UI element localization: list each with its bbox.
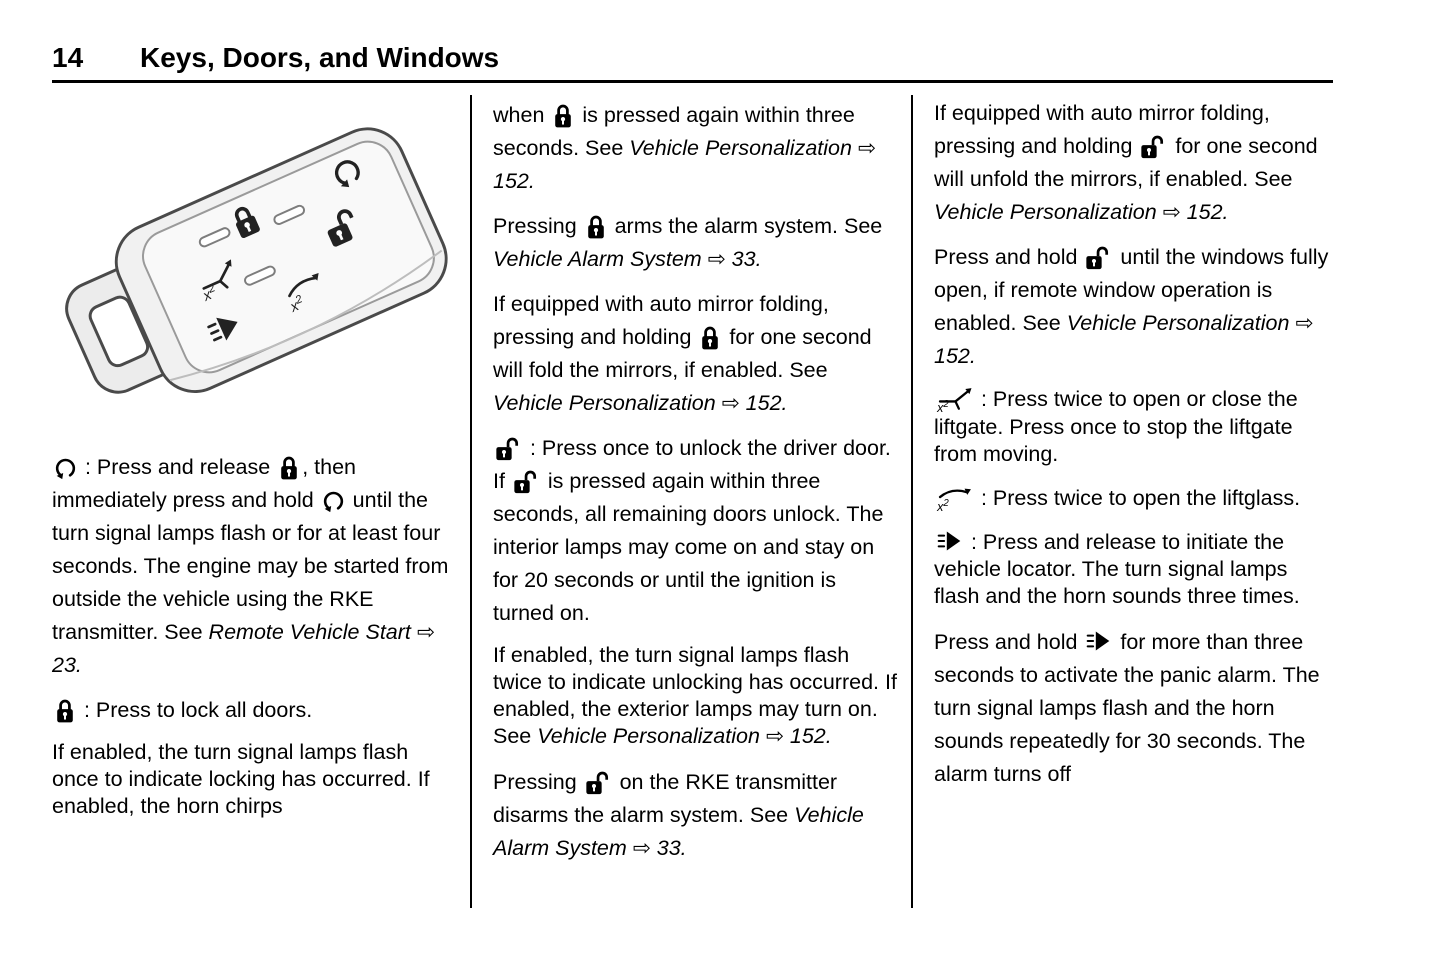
cross-reference: Vehicle Personalization ⇨ 152. xyxy=(493,391,788,415)
lock-icon xyxy=(54,697,76,723)
text-segment: is pressed again within three seconds. S… xyxy=(493,103,855,160)
text-segment: : Press and release xyxy=(79,455,277,479)
key-fob-figure xyxy=(52,95,458,451)
key-fob-illustration xyxy=(65,127,448,394)
header-rule xyxy=(52,80,1333,83)
unlock-icon xyxy=(1140,133,1167,159)
text-segment: If equipped with auto mirror folding, pr… xyxy=(934,101,1270,158)
cross-reference: Vehicle Personalization ⇨ 152. xyxy=(934,200,1229,224)
text-segment: until the windows fully open, if remote … xyxy=(934,245,1329,335)
remote-start-icon xyxy=(54,456,77,480)
column-divider xyxy=(911,95,913,908)
lock-icon xyxy=(585,213,607,239)
remote-start-icon xyxy=(322,489,345,513)
text-segment: Press and hold xyxy=(934,630,1084,654)
cross-reference: Vehicle Alarm System ⇨ 33. xyxy=(493,247,762,271)
liftglass-x2-icon xyxy=(936,484,973,513)
text-segment: If equipped with auto mirror folding, pr… xyxy=(493,292,829,349)
column-2: when is pressed again within three secon… xyxy=(493,99,897,877)
unlock-icon xyxy=(1085,244,1112,270)
paragraph-remote-start: : Press and release , then immediately p… xyxy=(52,451,458,682)
page-number: 14 xyxy=(52,42,84,73)
unlock-icon xyxy=(513,468,540,494)
text-segment: : Press once to unlock the driver door. … xyxy=(493,436,891,493)
column-divider xyxy=(470,95,472,908)
text-segment: Pressing xyxy=(493,770,583,794)
text-segment: If enabled, the turn signal lamps flash … xyxy=(493,643,897,748)
liftgate-x2-icon xyxy=(936,385,973,414)
paragraph-unfold-mirrors: If equipped with auto mirror folding, pr… xyxy=(934,97,1332,229)
page-title: Keys, Doors, and Windows xyxy=(140,42,500,73)
column-1: : Press and release , then immediately p… xyxy=(52,95,458,836)
panic-alarm-icon xyxy=(1085,629,1112,653)
text-segment: until the turn signal lamps flash or for… xyxy=(52,488,449,644)
paragraph-liftgate: : Press twice to open or close the liftg… xyxy=(934,385,1332,468)
text-segment: for one second will unfold the mirrors, … xyxy=(934,134,1318,191)
text-segment: for one second will fold the mirrors, if… xyxy=(493,325,872,382)
cross-reference: Vehicle Alarm System ⇨ 33. xyxy=(493,803,864,860)
text-segment: for more than three seconds to activate … xyxy=(934,630,1320,786)
text-segment: is pressed again within three seconds, a… xyxy=(493,469,884,625)
paragraph-disarm-alarm: Pressing on the RKE transmitter disarms … xyxy=(493,766,897,865)
lock-icon xyxy=(552,102,574,128)
paragraph-vehicle-locator: : Press and release to initiate the vehi… xyxy=(934,529,1332,610)
column-3: If equipped with auto mirror folding, pr… xyxy=(934,97,1332,803)
text-segment: : Press and release to initiate the vehi… xyxy=(934,530,1300,608)
cross-reference: Vehicle Personalization ⇨ 152. xyxy=(537,724,832,748)
text-segment: arms the alarm system. See xyxy=(608,214,883,238)
text-segment: : Press to lock all doors. xyxy=(78,698,313,722)
text-segment: : Press twice to open the liftglass. xyxy=(975,486,1301,510)
paragraph-panic-alarm: Press and hold for more than three secon… xyxy=(934,626,1332,791)
paragraph-lock: : Press to lock all doors. xyxy=(52,694,458,727)
paragraph-unlock: : Press once to unlock the driver door. … xyxy=(493,432,897,630)
unlock-icon xyxy=(585,769,612,795)
paragraph-lock-continued: when is pressed again within three secon… xyxy=(493,99,897,198)
text-segment: If enabled, the turn signal lamps flash … xyxy=(52,740,430,818)
panic-alarm-icon xyxy=(936,529,963,553)
text-segment: on the RKE transmitter disarms the alarm… xyxy=(493,770,838,827)
text-segment: Press and hold xyxy=(934,245,1084,269)
text-segment: , then immediately press and hold xyxy=(52,455,356,512)
unlock-icon xyxy=(495,435,522,461)
paragraph-unlock-feedback: If enabled, the turn signal lamps flash … xyxy=(493,642,897,750)
lock-icon xyxy=(699,324,721,350)
text-segment: : Press twice to open or close the liftg… xyxy=(934,387,1298,466)
lock-icon xyxy=(278,454,300,480)
text-segment: when xyxy=(493,103,551,127)
paragraph-arm-alarm: Pressing arms the alarm system. See Vehi… xyxy=(493,210,897,276)
page-header: 14 Keys, Doors, and Windows xyxy=(52,42,499,74)
paragraph-remote-windows: Press and hold until the windows fully o… xyxy=(934,241,1332,373)
paragraph-liftglass: : Press twice to open the liftglass. xyxy=(934,484,1332,513)
text-segment: Pressing xyxy=(493,214,583,238)
cross-reference: Vehicle Personalization ⇨ 152. xyxy=(493,136,876,193)
paragraph-fold-mirrors: If equipped with auto mirror folding, pr… xyxy=(493,288,897,420)
cross-reference: Vehicle Personalization ⇨ 152. xyxy=(934,311,1314,368)
paragraph-lock-feedback: If enabled, the turn signal lamps flash … xyxy=(52,739,458,820)
cross-reference: Remote Vehicle Start ⇨ 23. xyxy=(52,620,435,677)
